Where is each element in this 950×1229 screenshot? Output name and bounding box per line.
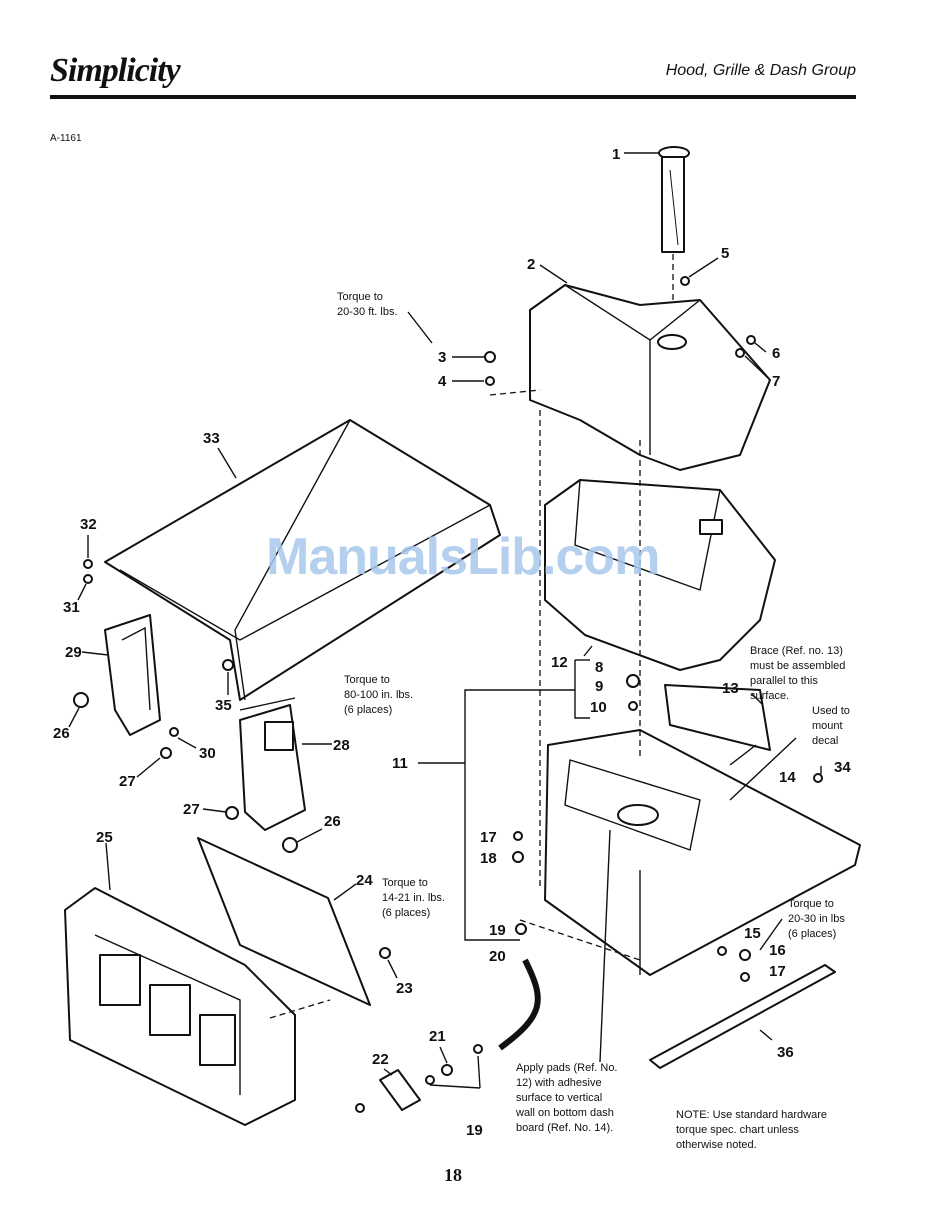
note-torque-80-100: Torque to 80-100 in. lbs. (6 places) [344, 674, 413, 716]
svg-text:Apply pads (Ref. No.: Apply pads (Ref. No. [516, 1062, 618, 1074]
callout-12: 12 [551, 654, 568, 671]
part-22-pin [379, 1069, 421, 1111]
page-number: 18 [444, 1165, 462, 1185]
callout-17a: 17 [480, 829, 497, 846]
part-13-brace [664, 684, 771, 751]
callout-34: 34 [834, 759, 851, 776]
callout-31: 31 [63, 599, 80, 616]
callout-1: 1 [612, 146, 620, 163]
section-title: Hood, Grille & Dash Group [665, 62, 856, 79]
part-28-side-bracket [239, 704, 306, 831]
svg-text:board (Ref. No. 14).: board (Ref. No. 14). [516, 1122, 613, 1134]
brand-logo: Simplicity [50, 52, 181, 89]
svg-text:12) with adhesive: 12) with adhesive [516, 1077, 602, 1089]
callout-23: 23 [396, 980, 413, 997]
svg-text:wall on bottom dash: wall on bottom dash [515, 1107, 614, 1119]
callout-26a: 26 [53, 725, 70, 742]
svg-text:mount: mount [812, 720, 843, 732]
callout-19b: 19 [466, 1122, 483, 1139]
svg-text:surface.: surface. [750, 690, 789, 702]
svg-text:20-30 ft. lbs.: 20-30 ft. lbs. [337, 306, 398, 318]
svg-text:80-100 in. lbs.: 80-100 in. lbs. [344, 689, 413, 701]
part-29-hood-bracket [104, 614, 161, 736]
header-rule [50, 95, 856, 99]
fuel-tank [544, 479, 776, 671]
callout-7: 7 [772, 373, 780, 390]
callout-35: 35 [215, 697, 232, 714]
svg-text:otherwise noted.: otherwise noted. [676, 1139, 757, 1151]
note-torque-20-30-ft: Torque to 20-30 ft. lbs. [337, 291, 398, 318]
callout-27b: 27 [183, 801, 200, 818]
part-2-tank-cover [529, 284, 771, 471]
svg-text:decal: decal [812, 735, 838, 747]
part-1-filler-neck [658, 146, 690, 345]
callout-33: 33 [203, 430, 220, 447]
callout-36: 36 [777, 1044, 794, 1061]
svg-text:Torque to: Torque to [382, 877, 428, 889]
callout-18: 18 [480, 850, 497, 867]
note-hardware: NOTE: Use standard hardware torque spec.… [676, 1109, 827, 1151]
svg-text:(6 places): (6 places) [788, 928, 836, 940]
part-25-grille [64, 887, 296, 1126]
svg-text:Used to: Used to [812, 705, 850, 717]
callout-27a: 27 [119, 773, 136, 790]
svg-text:NOTE: Use standard hardware: NOTE: Use standard hardware [676, 1109, 827, 1121]
callout-20: 20 [489, 948, 506, 965]
callout-28: 28 [333, 737, 350, 754]
note-brace: Brace (Ref. no. 13) must be assembled pa… [750, 645, 845, 702]
svg-text:Torque to: Torque to [337, 291, 383, 303]
callout-30: 30 [199, 745, 216, 762]
figure-code: A-1161 [50, 133, 82, 144]
part-24-grille-screen [197, 837, 371, 1006]
svg-text:20-30 in lbs: 20-30 in lbs [788, 913, 845, 925]
leader-lines [68, 152, 822, 1089]
svg-text:surface to vertical: surface to vertical [516, 1092, 602, 1104]
svg-text:Torque to: Torque to [344, 674, 390, 686]
callout-25: 25 [96, 829, 113, 846]
watermark: ManualsLib.com [266, 528, 660, 586]
callout-16: 16 [769, 942, 786, 959]
callout-26b: 26 [324, 813, 341, 830]
callout-8: 8 [595, 659, 603, 676]
note-decal: Used to mount decal [812, 705, 850, 747]
callout-6: 6 [772, 345, 780, 362]
part-36-trim-strip [649, 964, 836, 1069]
callout-4: 4 [438, 373, 447, 390]
svg-text:(6 places): (6 places) [344, 704, 392, 716]
part-33-hood [104, 419, 501, 701]
hardware-fasteners [73, 276, 823, 1113]
callout-24: 24 [356, 872, 373, 889]
callout-numbers: 1 2 3 4 5 6 7 8 9 10 11 12 13 14 15 16 1… [53, 146, 851, 1139]
callout-32: 32 [80, 516, 97, 533]
callout-21: 21 [429, 1028, 446, 1045]
callout-22: 22 [372, 1051, 389, 1068]
svg-text:14-21 in. lbs.: 14-21 in. lbs. [382, 892, 445, 904]
svg-text:Torque to: Torque to [788, 898, 834, 910]
callout-5: 5 [721, 245, 729, 262]
note-torque-20-30-in: Torque to 20-30 in lbs (6 places) [788, 898, 845, 940]
svg-text:(6 places): (6 places) [382, 907, 430, 919]
callout-3: 3 [438, 349, 446, 366]
callout-29: 29 [65, 644, 82, 661]
callout-17b: 17 [769, 963, 786, 980]
callout-13: 13 [722, 680, 739, 697]
callout-14: 14 [779, 769, 796, 786]
svg-text:parallel to this: parallel to this [750, 675, 818, 687]
svg-text:torque spec. chart unless: torque spec. chart unless [676, 1124, 799, 1136]
callout-9: 9 [595, 678, 603, 695]
note-apply-pads: Apply pads (Ref. No. 12) with adhesive s… [515, 1062, 618, 1134]
callout-19a: 19 [489, 922, 506, 939]
part-20-hose [498, 958, 541, 1051]
svg-text:must be assembled: must be assembled [750, 660, 845, 672]
callout-15: 15 [744, 925, 761, 942]
callout-2: 2 [527, 256, 535, 273]
note-torque-14-21: Torque to 14-21 in. lbs. (6 places) [382, 877, 445, 919]
callout-11: 11 [392, 755, 408, 772]
callout-10: 10 [590, 699, 607, 716]
svg-text:Brace (Ref. no. 13): Brace (Ref. no. 13) [750, 645, 843, 657]
